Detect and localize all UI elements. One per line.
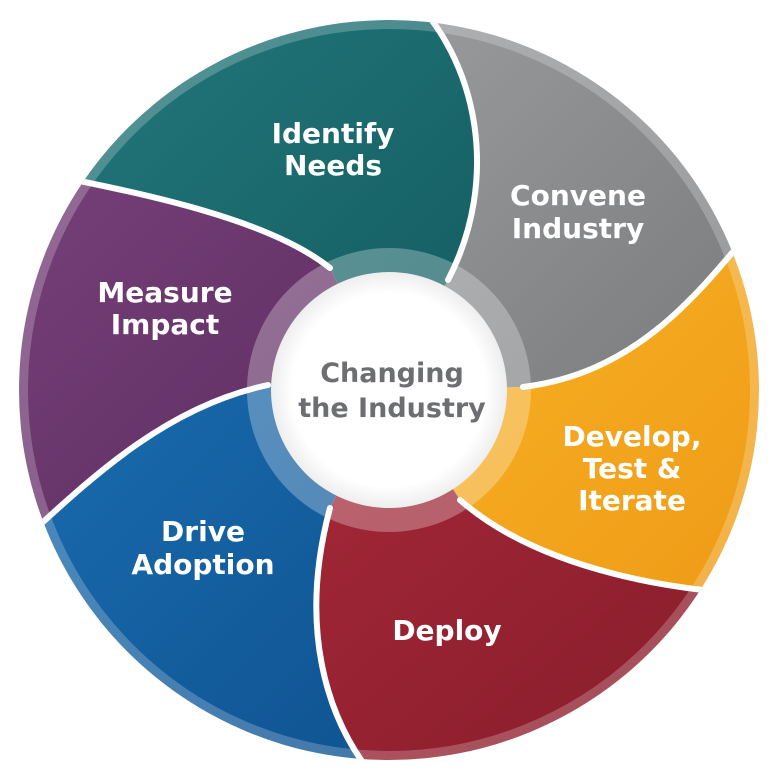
develop-line-3: Iterate bbox=[578, 484, 686, 517]
divider-1 bbox=[47, 172, 333, 271]
outer-rim bbox=[14, 15, 764, 765]
measure-impact-line-1: Measure bbox=[97, 276, 232, 309]
divider-5 bbox=[313, 505, 388, 760]
identify-needs-line-1: Identify bbox=[272, 117, 395, 150]
deploy-line-1: Deploy bbox=[392, 614, 501, 647]
identify-needs-line-2: Needs bbox=[284, 149, 382, 182]
drive-adoption-line-1: Drive bbox=[161, 515, 245, 548]
convene-industry-line-2: Industry bbox=[512, 212, 644, 245]
measure-impact-line-2: Impact bbox=[111, 308, 220, 341]
drive-adoption-line-2: Adoption bbox=[131, 548, 274, 581]
convene-industry-line-1: Convene bbox=[510, 179, 646, 212]
develop-line-1: Develop, bbox=[563, 420, 702, 453]
center-line-1: Changing bbox=[320, 358, 464, 389]
center-line-2: the Industry bbox=[298, 393, 486, 424]
divider-3 bbox=[520, 182, 759, 390]
segment-measure-impact bbox=[19, 175, 389, 570]
segment-develop-test-iterate bbox=[389, 185, 759, 595]
develop-line-2: Test & bbox=[583, 452, 682, 485]
center-disc bbox=[271, 272, 507, 508]
